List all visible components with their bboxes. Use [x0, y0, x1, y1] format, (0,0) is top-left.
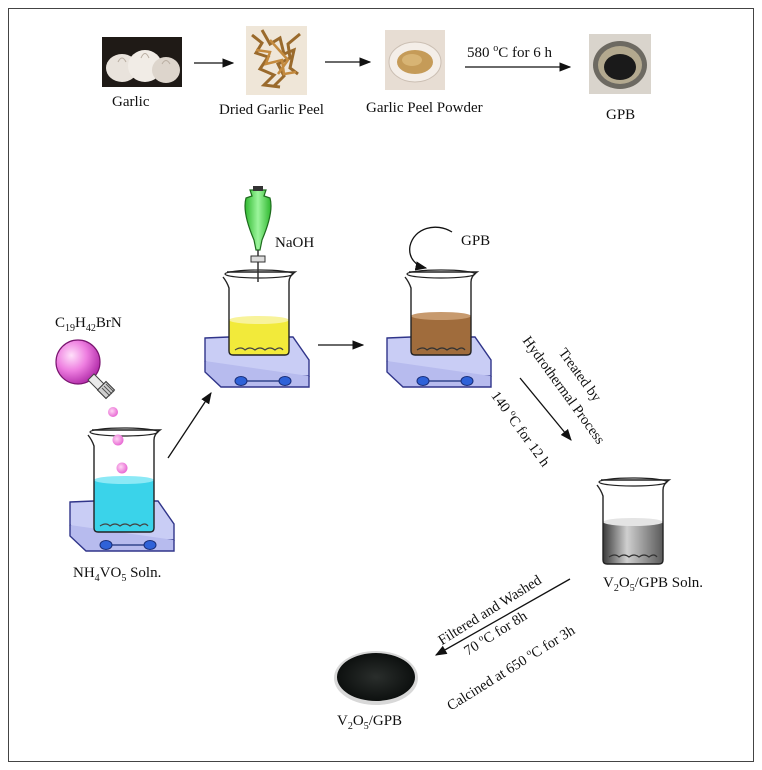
gpb-crucible-photo	[589, 34, 651, 94]
peel-powder-photo	[385, 30, 445, 90]
label-surfactant: C19H42BrN	[55, 315, 122, 334]
label-gpb-top: GPB	[606, 107, 636, 123]
label-garlic-peel-powder: Garlic Peel Powder	[366, 100, 483, 116]
label-gpb-reagent: GPB	[461, 233, 491, 249]
beaker-icon	[222, 269, 298, 356]
label-product: V2O5/GPB	[337, 713, 403, 732]
label-calcination-condition: 580 oC for 6 h	[467, 43, 552, 61]
drop-2	[112, 434, 124, 446]
beaker-icon	[404, 269, 480, 356]
curved-arrow	[409, 226, 453, 271]
label-garlic: Garlic	[112, 94, 150, 110]
diagram-frame	[8, 8, 754, 762]
label-precursor-solution: NH4VO5 Soln.	[73, 565, 162, 584]
round-flask-icon	[55, 339, 116, 400]
label-composite-solution: V2O5/GPB Soln.	[603, 575, 704, 594]
dried-peel-photo	[246, 26, 307, 95]
product-dish-icon	[334, 651, 418, 705]
beaker-icon	[87, 427, 163, 533]
drop-3	[116, 462, 128, 474]
label-dried-garlic-peel: Dried Garlic Peel	[219, 102, 324, 118]
garlic-photo	[102, 37, 182, 87]
drop-1	[108, 407, 118, 417]
beaker-icon	[596, 477, 672, 565]
label-naoh: NaOH	[275, 235, 315, 251]
separatory-funnel-icon	[244, 186, 272, 282]
